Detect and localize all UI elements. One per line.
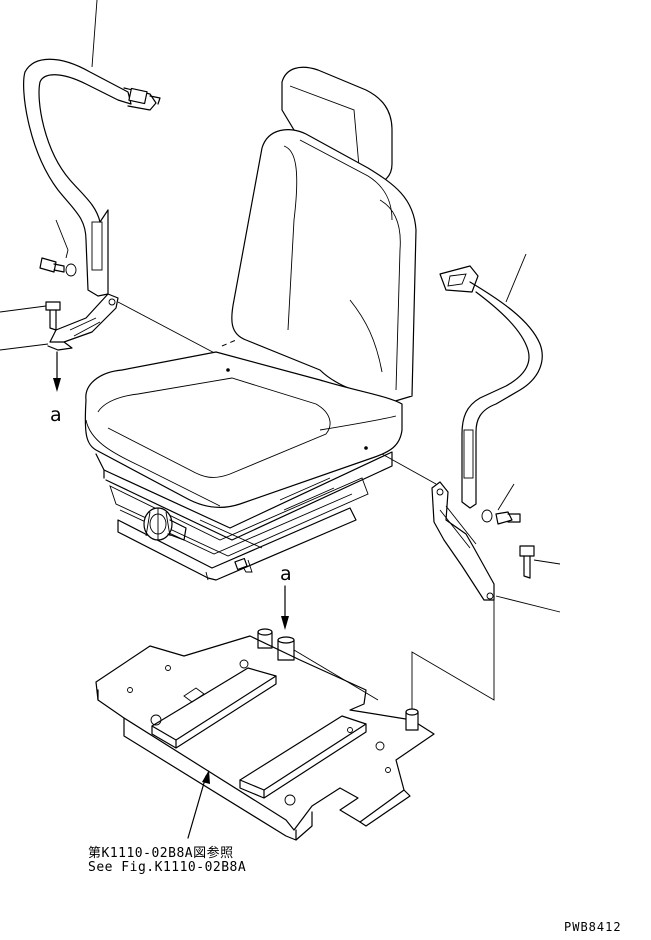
reference-japanese: 第K1110-02B8A図参照 xyxy=(88,846,234,861)
seat-belt-left xyxy=(0,0,225,392)
reference-english: See Fig.K1110-02B8A xyxy=(88,860,247,875)
operator-seat xyxy=(84,66,437,581)
seat-belt-right xyxy=(411,253,561,714)
seat-mount-plate xyxy=(95,585,435,841)
view-callout-left: a xyxy=(50,404,62,426)
drawing-number: PWB8412 xyxy=(564,920,622,934)
view-callout-mid: a xyxy=(280,563,292,585)
